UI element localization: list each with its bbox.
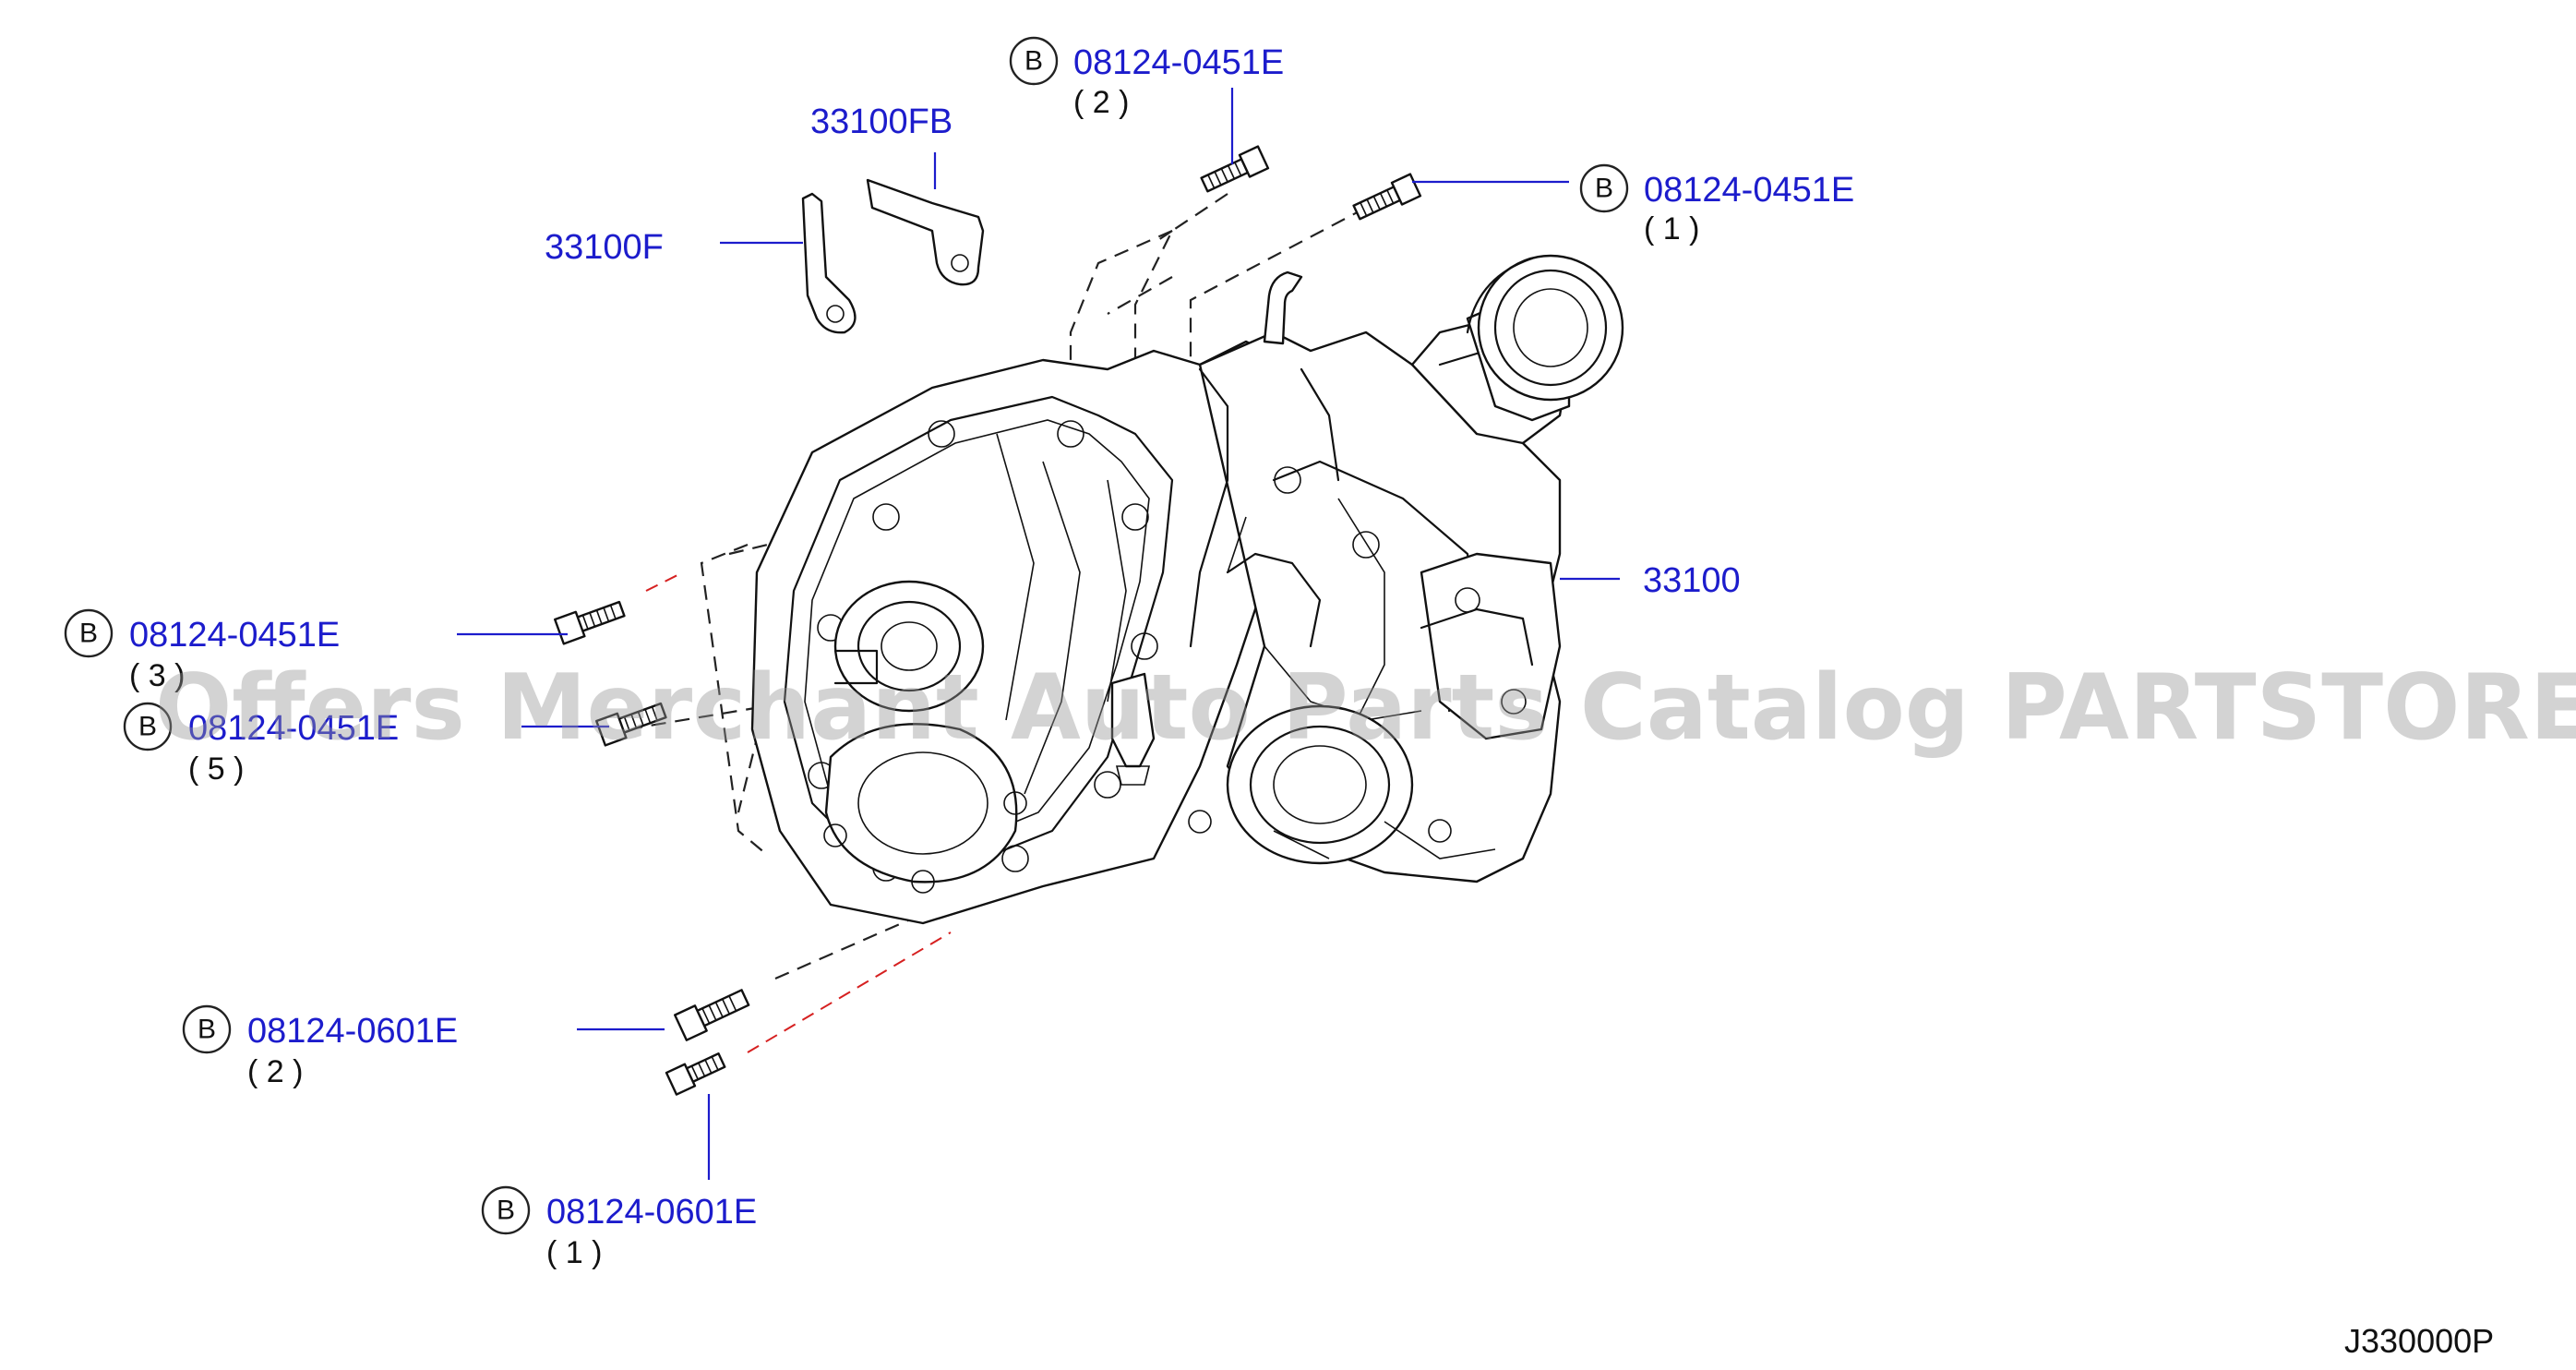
- reference-b-icon: [64, 608, 114, 658]
- reference-b-icon: [182, 1004, 232, 1054]
- reference-b-icon: [481, 1185, 531, 1235]
- callout-bottom-upper[interactable]: B 08124-0601E ( 2 ): [182, 1004, 458, 1089]
- callout-top-center[interactable]: B 08124-0451E ( 2 ): [1009, 36, 1284, 120]
- reference-b-icon: [123, 702, 173, 751]
- callout-quantity: ( 1 ): [546, 1235, 602, 1270]
- callout-letter: B: [138, 712, 157, 742]
- callout-part-number[interactable]: 08124-0451E: [188, 709, 399, 748]
- part-label-33100f[interactable]: 33100F: [545, 228, 664, 267]
- callout-left-lower[interactable]: B 08124-0451E ( 5 ): [123, 702, 399, 787]
- bolt-left-upper: [554, 600, 626, 645]
- callout-part-number[interactable]: 08124-0451E: [1644, 171, 1854, 210]
- bolt-top-right: [1352, 173, 1422, 221]
- callout-quantity: ( 2 ): [1073, 85, 1129, 120]
- reference-b-icon: [1009, 36, 1059, 86]
- callout-quantity: ( 3 ): [129, 658, 185, 693]
- bolt-left-lower: [595, 702, 667, 747]
- transfer-case-assembly: [750, 254, 1624, 925]
- callout-letter: B: [198, 1015, 216, 1045]
- callout-letter: B: [79, 619, 98, 649]
- bracket-33100fb: [866, 178, 985, 286]
- leader-lines: [457, 88, 1620, 1180]
- callout-left-upper[interactable]: B 08124-0451E ( 3 ): [64, 608, 340, 693]
- watermark-text: Offers Merchant Auto Parts Catalog PARTS…: [155, 655, 2576, 761]
- bolt-top-center: [1200, 145, 1270, 193]
- reference-b-icon: [1579, 163, 1629, 213]
- callout-bottom-lower[interactable]: B 08124-0601E ( 1 ): [481, 1185, 757, 1270]
- callout-part-number[interactable]: 08124-0451E: [1073, 43, 1284, 82]
- callout-quantity: ( 5 ): [188, 751, 244, 787]
- bolt-bottom-lower: [665, 1052, 726, 1096]
- callout-quantity: ( 2 ): [247, 1054, 303, 1089]
- callout-quantity: ( 1 ): [1644, 211, 1699, 246]
- callout-letter: B: [1595, 174, 1613, 204]
- part-label-33100fb[interactable]: 33100FB: [810, 102, 953, 141]
- callout-letter: B: [1024, 46, 1043, 77]
- bolt-bottom-upper: [674, 989, 750, 1041]
- callout-top-right[interactable]: B 08124-0451E ( 1 ): [1579, 163, 1854, 246]
- part-label-33100[interactable]: 33100: [1643, 561, 1741, 600]
- bracket-33100f: [801, 192, 857, 334]
- callout-letter: B: [497, 1196, 515, 1226]
- callout-part-number[interactable]: 08124-0601E: [546, 1193, 757, 1232]
- callout-part-number[interactable]: 08124-0451E: [129, 616, 340, 655]
- diagram-reference-code: J330000P: [2344, 1322, 2494, 1360]
- callout-part-number[interactable]: 08124-0601E: [247, 1012, 458, 1051]
